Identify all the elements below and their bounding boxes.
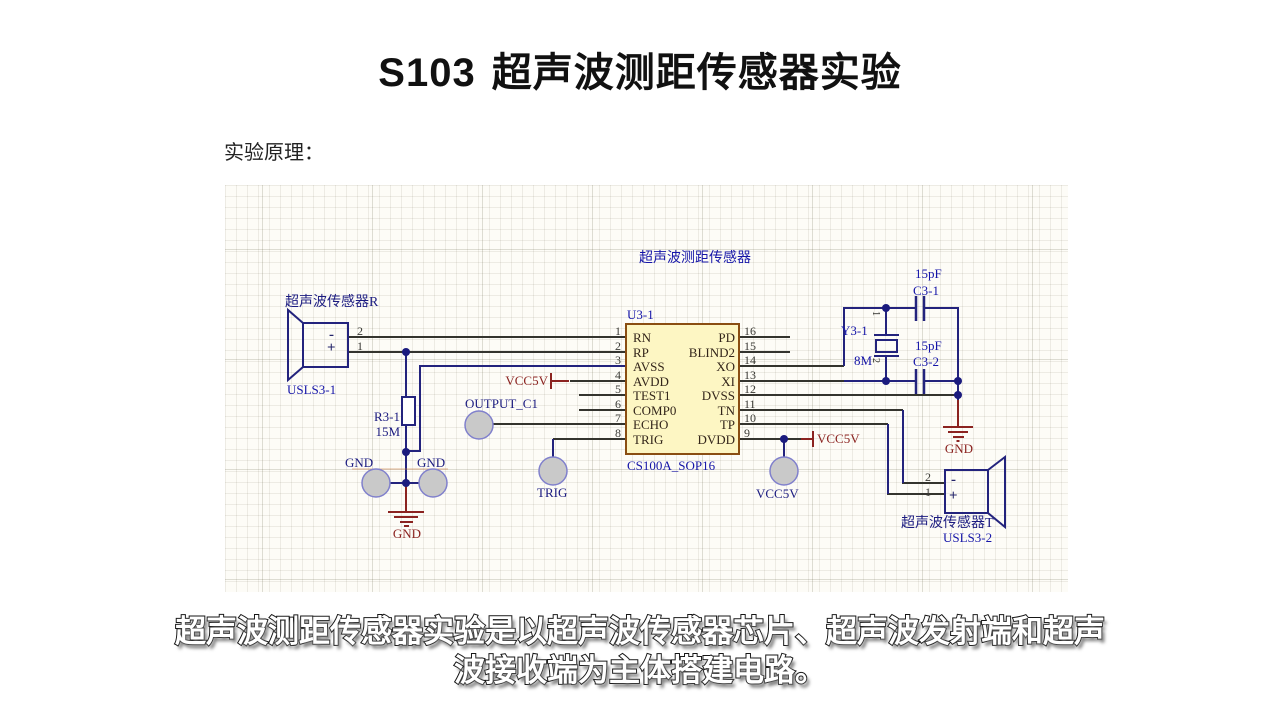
cap-value: 15pF xyxy=(915,266,942,281)
crystal-designator: Y3-1 xyxy=(841,323,868,338)
crystal-pin-number: 2 xyxy=(870,358,881,363)
sensor-t-symbol xyxy=(944,454,1006,530)
page-title: S103 超声波测距传感器实验 xyxy=(0,40,1280,98)
caption: 超声波测距传感器实验是以超声波传感器芯片、超声波发射端和超声 波接收端为主体搭建… xyxy=(0,612,1280,690)
page-title-code: S103 xyxy=(378,51,476,95)
chip-pin-number: 14 xyxy=(744,353,756,367)
chip-pin-name: DVSS xyxy=(701,388,735,403)
chip-pin-number: 12 xyxy=(744,382,756,396)
chip-pin-name: TRIG xyxy=(633,432,664,447)
chip-pin-name: TEST1 xyxy=(633,388,671,403)
chip-pin-name: RP xyxy=(633,345,649,360)
chip-pin-number: 9 xyxy=(744,426,750,440)
power-symbols xyxy=(388,373,973,527)
gnd-pad-label: GND xyxy=(417,455,446,470)
chip-pin-number: 5 xyxy=(615,382,621,396)
chip-pin-number: 4 xyxy=(615,368,621,382)
junction-dots xyxy=(402,304,962,487)
schematic-graphics xyxy=(287,296,1006,530)
sensor-r-part: USLS3-1 xyxy=(287,382,337,397)
wires-dark xyxy=(348,336,957,495)
sensor-r-pin-number: 2 xyxy=(357,324,363,338)
chip-pin-number: 11 xyxy=(744,397,756,411)
test-pads xyxy=(361,410,799,498)
chip-pin-number: 3 xyxy=(615,353,621,367)
resistor-symbol xyxy=(401,396,416,426)
cap-designator: C3-1 xyxy=(913,283,939,298)
trig-pad-label: TRIG xyxy=(537,485,568,500)
chip-pin-number: 15 xyxy=(744,339,756,353)
vcc-flag-label: VCC5V xyxy=(817,431,860,446)
chip-pin-name: TN xyxy=(717,403,735,418)
gnd-pad-label: GND xyxy=(345,455,374,470)
sensor-r-plus: + xyxy=(327,340,336,356)
chip-pin-number: 13 xyxy=(744,368,756,382)
cap-designator: C3-2 xyxy=(913,354,939,369)
chip-pin-number: 10 xyxy=(744,411,756,425)
sensor-r-symbol xyxy=(287,307,349,383)
chip-pin-number: 2 xyxy=(615,339,621,353)
chip-pin-number: 6 xyxy=(615,397,621,411)
resistor-value: 15M xyxy=(375,424,400,439)
chip-pin-name: AVSS xyxy=(633,359,665,374)
gnd-symbol-label: GND xyxy=(944,441,974,456)
sensor-t-minus: - xyxy=(951,472,956,488)
chip-pin-number: 7 xyxy=(615,411,621,425)
cap-value: 15pF xyxy=(915,338,942,353)
chip-pin-name: PD xyxy=(718,330,735,345)
chip-part-number: CS100A_SOP16 xyxy=(627,458,716,473)
capacitor-symbols xyxy=(914,296,926,394)
section-label: 实验原理： xyxy=(224,142,324,164)
caption-line-2: 波接收端为主体搭建电路。 xyxy=(453,652,827,689)
sensor-t-pin-number: 1 xyxy=(925,485,931,499)
sensor-t-label: 超声波传感器T xyxy=(901,516,994,531)
chip-pin-number: 16 xyxy=(744,324,756,338)
sensor-t-part: USLS3-2 xyxy=(943,530,993,545)
chip-body xyxy=(625,323,740,455)
sensor-t-plus: + xyxy=(949,488,958,504)
schematic-panel: 超声波测距传感器 U3-1 CS100A_SOP16 1 2 3 4 5 6 7… xyxy=(225,185,1068,592)
output-pad-label: OUTPUT_C1 xyxy=(465,396,538,411)
chip-pin-name: RN xyxy=(633,330,652,345)
gnd-symbol-label: GND xyxy=(392,526,422,541)
vcc-flag-label: VCC5V xyxy=(505,373,548,388)
sensor-r-label: 超声波传感器R xyxy=(285,295,379,310)
resistor-designator: R3-1 xyxy=(374,409,400,424)
crystal-pin-number: 1 xyxy=(870,311,881,316)
caption-line-1: 超声波测距传感器实验是以超声波传感器芯片、超声波发射端和超声 xyxy=(174,613,1106,650)
sensor-r-minus: - xyxy=(329,327,334,343)
crystal-symbol xyxy=(874,334,899,357)
crystal-value: 8M xyxy=(854,353,873,368)
chip-pin-name: BLIND2 xyxy=(688,345,735,360)
page-title-text: 超声波测距传感器实验 xyxy=(491,50,902,95)
chip-pin-name: AVDD xyxy=(633,374,669,389)
vcc-pad-label: VCC5V xyxy=(756,486,799,501)
sensor-t-pin-number: 2 xyxy=(925,470,931,484)
chip-pin-name: XO xyxy=(716,359,735,374)
chip-designator: U3-1 xyxy=(627,307,654,322)
sensor-r-pin-number: 1 xyxy=(357,339,363,353)
chip-pin-number: 1 xyxy=(615,324,621,338)
chip-pin-name: ECHO xyxy=(633,417,669,432)
chip-pin-name: DVDD xyxy=(697,432,735,447)
chip-pin-name: COMP0 xyxy=(633,403,677,418)
chip-pin-name: XI xyxy=(721,374,735,389)
chip-pin-name: TP xyxy=(719,417,735,432)
chip-pin-number: 8 xyxy=(615,426,621,440)
schematic-title: 超声波测距传感器 xyxy=(639,251,751,266)
